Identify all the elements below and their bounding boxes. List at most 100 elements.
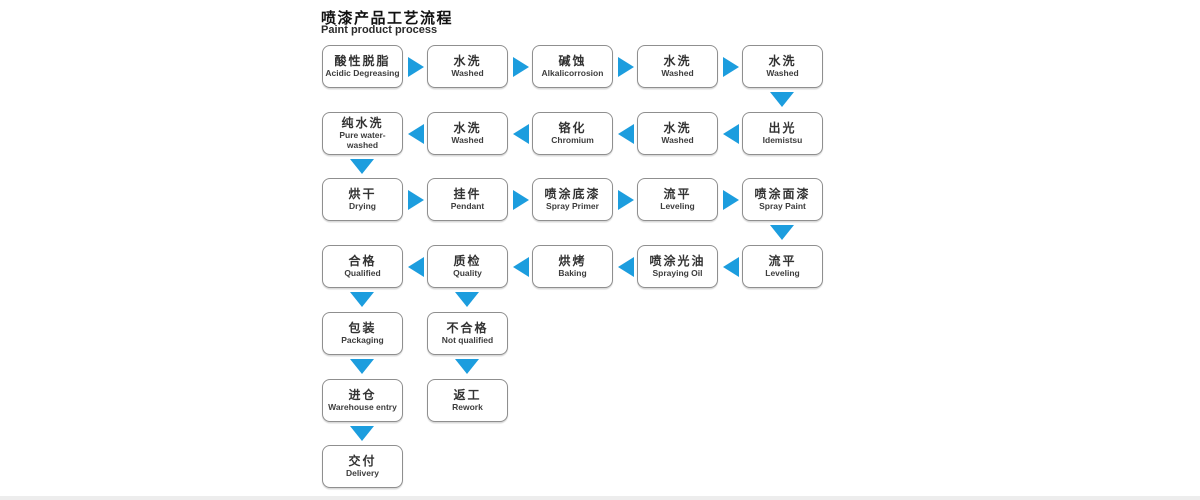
- node-label-zh: 水洗: [453, 54, 482, 69]
- node-label-en: Drying: [349, 201, 376, 212]
- arrow-left-icon: [408, 124, 424, 144]
- arrow-left-icon: [723, 124, 739, 144]
- node-label-en: Chromium: [551, 135, 594, 146]
- node-pure-water-washed: 纯水洗 Pure water-washed: [322, 112, 403, 155]
- node-label-en: Leveling: [660, 201, 695, 212]
- node-label-zh: 水洗: [663, 54, 692, 69]
- arrow-right-icon: [513, 57, 529, 77]
- node-delivery: 交付 Delivery: [322, 445, 403, 488]
- node-label-zh: 烘干: [348, 187, 377, 202]
- node-label-en: Washed: [766, 68, 799, 79]
- node-label-zh: 烘烤: [558, 254, 587, 269]
- arrow-left-icon: [723, 257, 739, 277]
- node-label-en: Qualified: [344, 268, 381, 279]
- arrow-left-icon: [618, 124, 634, 144]
- node-label-en: Delivery: [345, 468, 380, 479]
- arrow-right-icon: [723, 57, 739, 77]
- arrow-down-icon: [770, 92, 794, 107]
- node-acidic-degreasing: 酸性脱脂 Acidic Degreasing: [322, 45, 403, 88]
- node-washed: 水洗 Washed: [427, 45, 508, 88]
- bottom-divider: [0, 496, 1200, 500]
- arrow-right-icon: [408, 190, 424, 210]
- node-label-en: Leveling: [765, 268, 800, 279]
- node-label-zh: 喷涂光油: [649, 254, 706, 269]
- node-quality-check: 质检 Quality: [427, 245, 508, 288]
- node-alkali-corrosion: 碱蚀 Alkalicorrosion: [532, 45, 613, 88]
- node-label-zh: 水洗: [768, 54, 797, 69]
- node-label-en: Spraying Oil: [652, 268, 703, 279]
- node-washed: 水洗 Washed: [637, 112, 718, 155]
- node-label-zh: 返工: [453, 388, 482, 403]
- node-label-en: Alkalicorrosion: [541, 68, 604, 79]
- arrow-right-icon: [513, 190, 529, 210]
- node-label-en: Spray Paint: [759, 201, 806, 212]
- node-rework: 返工 Rework: [427, 379, 508, 422]
- node-pendant: 挂件 Pendant: [427, 178, 508, 221]
- node-label-en: Not qualified: [441, 335, 494, 346]
- page-title: 喷漆产品工艺流程: [321, 10, 454, 27]
- node-label-zh: 喷涂面漆: [754, 187, 811, 202]
- node-label-zh: 水洗: [663, 121, 692, 136]
- node-washed: 水洗 Washed: [637, 45, 718, 88]
- arrow-right-icon: [618, 57, 634, 77]
- arrow-down-icon: [350, 426, 374, 441]
- node-label-en: Pure water-washed: [339, 130, 386, 150]
- node-label-zh: 包装: [348, 321, 377, 336]
- node-warehouse-entry: 进仓 Warehouse entry: [322, 379, 403, 422]
- node-label-en: Acidic Degreasing: [325, 68, 400, 79]
- node-label-zh: 合格: [348, 254, 377, 269]
- arrow-down-icon: [350, 159, 374, 174]
- node-label-zh: 喷涂底漆: [544, 187, 601, 202]
- node-spray-paint: 喷涂面漆 Spray Paint: [742, 178, 823, 221]
- node-leveling: 流平 Leveling: [742, 245, 823, 288]
- arrow-right-icon: [618, 190, 634, 210]
- node-label-en: Packaging: [341, 335, 384, 346]
- node-label-zh: 酸性脱脂: [334, 54, 391, 69]
- node-washed: 水洗 Washed: [427, 112, 508, 155]
- arrow-left-icon: [513, 257, 529, 277]
- arrow-right-icon: [723, 190, 739, 210]
- arrow-right-icon: [408, 57, 424, 77]
- node-washed: 水洗 Washed: [742, 45, 823, 88]
- node-qualified: 合格 Qualified: [322, 245, 403, 288]
- node-packaging: 包装 Packaging: [322, 312, 403, 355]
- arrow-left-icon: [408, 257, 424, 277]
- node-label-en: Pendant: [450, 201, 485, 212]
- node-label-zh: 交付: [348, 454, 377, 469]
- node-label-zh: 纯水洗: [341, 116, 384, 131]
- node-chromium: 铬化 Chromium: [532, 112, 613, 155]
- node-label-zh: 流平: [768, 254, 797, 269]
- node-spray-primer: 喷涂底漆 Spray Primer: [532, 178, 613, 221]
- node-label-zh: 水洗: [453, 121, 482, 136]
- node-label-zh: 碱蚀: [558, 54, 587, 69]
- node-label-zh: 不合格: [446, 321, 489, 336]
- node-label-en: Washed: [661, 135, 694, 146]
- page-subtitle: Paint product process: [321, 24, 438, 36]
- node-label-en: Spray Primer: [546, 201, 599, 212]
- arrow-down-icon: [350, 359, 374, 374]
- node-label-en: Warehouse entry: [328, 402, 397, 413]
- node-idemistsu: 出光 Idemistsu: [742, 112, 823, 155]
- arrow-left-icon: [513, 124, 529, 144]
- node-label-en: Quality: [453, 268, 482, 279]
- node-label-zh: 流平: [663, 187, 692, 202]
- node-drying: 烘干 Drying: [322, 178, 403, 221]
- node-label-zh: 挂件: [453, 187, 482, 202]
- node-baking: 烘烤 Baking: [532, 245, 613, 288]
- arrow-down-icon: [770, 225, 794, 240]
- node-label-zh: 出光: [768, 121, 797, 136]
- node-label-zh: 进仓: [348, 388, 377, 403]
- arrow-down-icon: [350, 292, 374, 307]
- node-label-en: Washed: [661, 68, 694, 79]
- arrow-left-icon: [618, 257, 634, 277]
- node-label-en: Idemistsu: [762, 135, 803, 146]
- node-label-en: Baking: [558, 268, 587, 279]
- arrow-down-icon: [455, 292, 479, 307]
- node-label-en: Rework: [452, 402, 483, 413]
- node-label-zh: 铬化: [558, 121, 587, 136]
- node-label-en: Washed: [451, 135, 484, 146]
- arrow-down-icon: [455, 359, 479, 374]
- node-not-qualified: 不合格 Not qualified: [427, 312, 508, 355]
- node-label-zh: 质检: [453, 254, 482, 269]
